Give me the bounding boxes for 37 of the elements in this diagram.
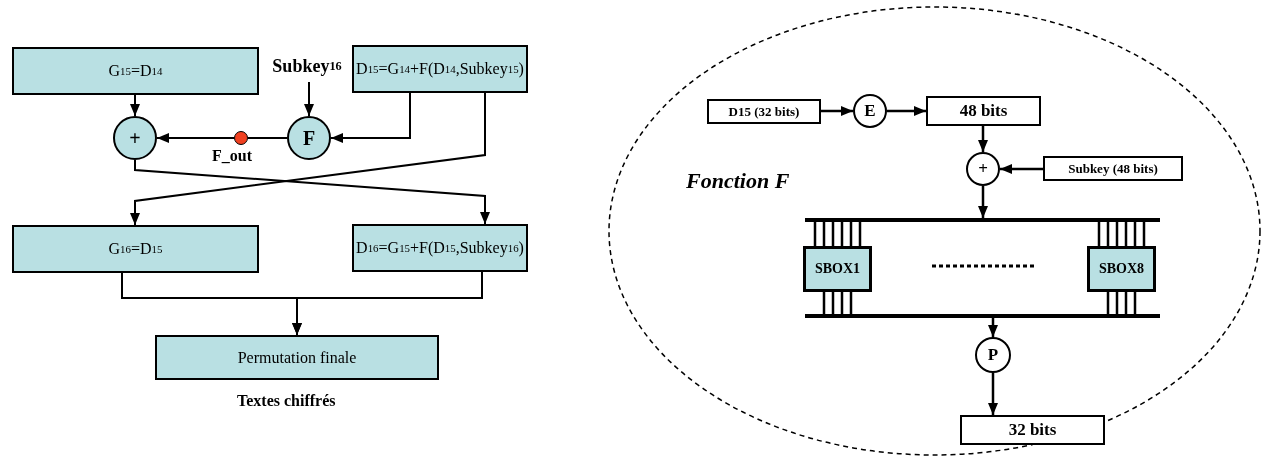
xor-circle: + — [966, 152, 1000, 186]
arrow — [978, 126, 988, 152]
sbox-block: SBOX1 — [803, 246, 872, 292]
arrow — [821, 106, 853, 116]
pin-lines — [1106, 290, 1137, 316]
arrow — [134, 159, 490, 225]
output-caption: Textes chiffrés — [237, 392, 336, 410]
pin-lines — [813, 220, 862, 248]
xor-circle: + — [113, 116, 157, 160]
arrow — [887, 106, 926, 116]
arrow — [292, 271, 483, 336]
arrow — [988, 373, 998, 415]
function-title: Fonction F — [686, 168, 790, 194]
connector-line — [247, 137, 288, 139]
value-box: 48 bits — [926, 96, 1041, 126]
arrow — [988, 318, 998, 337]
arrow — [304, 81, 314, 117]
arrow — [130, 94, 140, 117]
arrow — [130, 92, 486, 226]
junction-dot — [234, 131, 248, 145]
signal-label: F_out — [212, 147, 252, 165]
function-circle: F — [287, 116, 331, 160]
bus-bar — [805, 218, 1160, 222]
operator-circle: E — [853, 94, 887, 128]
output-box: 32 bits — [960, 415, 1105, 445]
sbox-block: SBOX8 — [1087, 246, 1156, 292]
bus-bar — [805, 314, 1160, 318]
arrow — [330, 92, 411, 143]
arrow — [156, 133, 235, 143]
input-box: D15 (32 bits) — [707, 99, 821, 124]
arrow — [1000, 164, 1043, 174]
process-box: Permutation finale — [155, 335, 439, 380]
pin-lines — [822, 290, 853, 316]
pin-lines — [1097, 220, 1146, 248]
arrow — [978, 186, 988, 218]
operator-circle: P — [975, 337, 1011, 373]
subkey-box: Subkey (48 bits) — [1043, 156, 1183, 181]
